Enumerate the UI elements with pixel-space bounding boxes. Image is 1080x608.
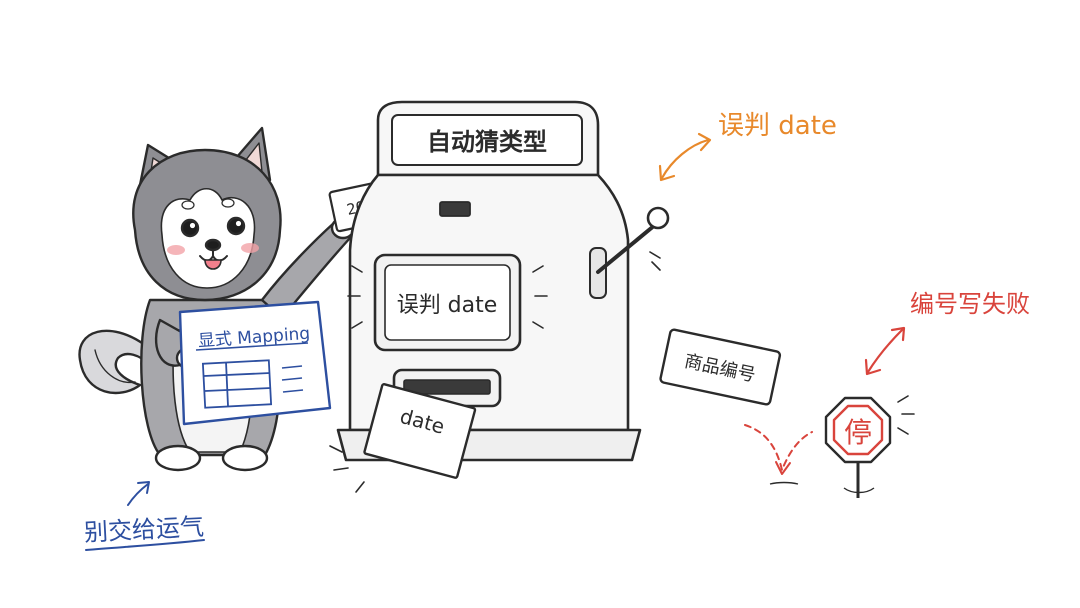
husky-left-eye (180, 218, 200, 238)
annotation-red-text: 编号写失败 (910, 290, 1030, 318)
annotation-red: 编号写失败 (864, 290, 1030, 376)
husky (78, 126, 356, 472)
mapping-table-icon (201, 359, 273, 409)
annotation-red-arrow-icon (866, 328, 904, 374)
husky-left-paw (154, 444, 202, 472)
lever-knob (646, 206, 670, 230)
stop-sign-text: 停 (844, 416, 872, 449)
stop-sign: 停 (824, 395, 915, 498)
type-guessing-machine: 自动猜类型 误判 date (336, 100, 670, 462)
husky-tail (78, 329, 152, 395)
annotation-blue-arrow-icon (127, 483, 149, 506)
husky-right-eye (226, 216, 246, 236)
husky-nose (204, 238, 222, 252)
husky-right-paw (221, 444, 269, 472)
mapping-document: 显式 Mapping (178, 300, 332, 426)
annotation-orange-text: 误判 date (718, 111, 837, 141)
bounce-path (744, 424, 813, 474)
annotation-orange-arrow-icon (660, 138, 710, 180)
annotation-orange: 误判 date (658, 111, 837, 182)
output-date-card: date (363, 383, 477, 479)
card-slot (439, 201, 471, 217)
machine-sign (391, 114, 583, 166)
annotation-blue: 别交给运气 (83, 481, 205, 551)
machine-sign-text: 自动猜类型 (427, 128, 547, 156)
machine-screen-text: 误判 date (397, 293, 498, 318)
husky-tongue (204, 259, 222, 270)
product-id-card: 商品编号 (659, 328, 782, 406)
